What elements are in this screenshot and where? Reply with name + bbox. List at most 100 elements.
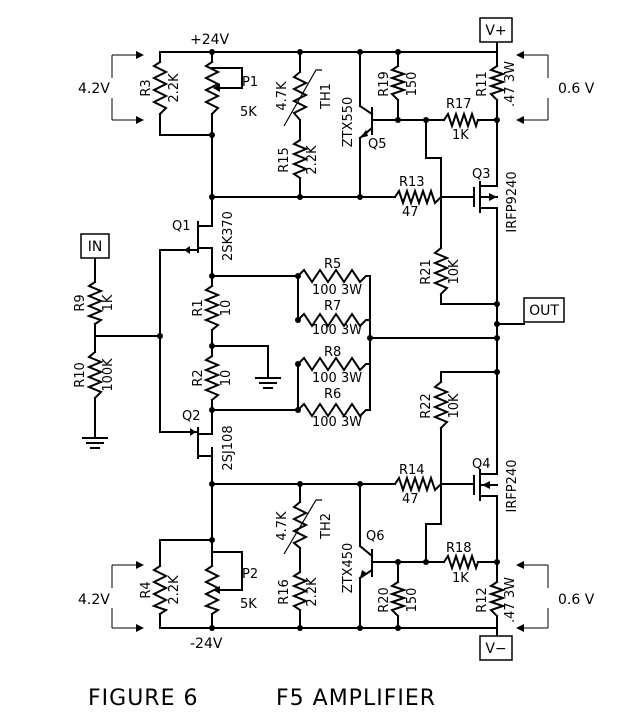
resistor-r6 bbox=[296, 402, 371, 418]
transistor-q1 bbox=[184, 196, 213, 254]
r2-ref: R2 bbox=[191, 369, 206, 386]
meas-right-bot: 0.6 V bbox=[558, 592, 595, 608]
r17-val: 1K bbox=[452, 128, 469, 143]
th1-ref: TH1 bbox=[319, 83, 334, 110]
r9-val: 1K bbox=[101, 294, 116, 311]
resistor-r13 bbox=[393, 187, 443, 207]
resistor-r3 bbox=[151, 60, 169, 116]
q1-part: 2SK370 bbox=[221, 211, 236, 261]
r18-val: 1K bbox=[452, 571, 469, 586]
terminal-out-label: OUT bbox=[529, 303, 559, 319]
q2-ref: Q2 bbox=[182, 409, 201, 424]
terminal-in: IN bbox=[80, 233, 110, 259]
p2-ref: P2 bbox=[242, 567, 258, 582]
terminal-vminus: V− bbox=[479, 635, 513, 661]
r17-ref: R17 bbox=[446, 97, 472, 112]
r21-val: 10K bbox=[447, 259, 462, 285]
figure-title: F5 AMPLIFIER bbox=[276, 686, 436, 711]
potentiometer-p1 bbox=[203, 60, 221, 116]
resistor-r21 bbox=[432, 246, 450, 296]
labels: +24V -24V 4.2V 4.2V 0.6 V 0.6 V R3 2.2K … bbox=[73, 32, 595, 711]
p2-val: 5K bbox=[240, 597, 257, 612]
r14-ref: R14 bbox=[399, 463, 425, 478]
r10-val: 100K bbox=[101, 358, 116, 392]
resistor-r10 bbox=[86, 350, 104, 400]
rail-neg-label: -24V bbox=[190, 636, 223, 652]
terminal-vminus-label: V− bbox=[485, 641, 506, 657]
resistor-r2 bbox=[203, 354, 221, 402]
p1-val: 5K bbox=[240, 105, 257, 120]
r11-val: .47 3W bbox=[503, 61, 518, 107]
potentiometer-p2 bbox=[203, 564, 221, 616]
r1-ref: R1 bbox=[191, 299, 206, 316]
r7-ref: R7 bbox=[324, 299, 341, 314]
r4-val: 2.2K bbox=[167, 575, 182, 605]
th1-val: 4.7K bbox=[275, 81, 290, 111]
resistor-r9 bbox=[86, 280, 104, 326]
r15-ref: R15 bbox=[277, 147, 292, 173]
mosfet-q3 bbox=[473, 179, 498, 215]
r11-ref: R11 bbox=[475, 71, 490, 97]
transistor-q6 bbox=[358, 544, 374, 580]
r2-val: 10 bbox=[219, 370, 234, 387]
resistor-r1 bbox=[203, 284, 221, 332]
r9-ref: R9 bbox=[73, 294, 88, 311]
resistor-r18 bbox=[442, 552, 480, 572]
th2-ref: TH2 bbox=[319, 513, 334, 540]
terminal-vplus-label: V+ bbox=[485, 23, 506, 39]
junction-dots bbox=[157, 49, 500, 631]
r13-ref: R13 bbox=[399, 175, 425, 190]
mosfet-q4 bbox=[473, 469, 498, 501]
resistor-r17 bbox=[442, 110, 480, 130]
r10-ref: R10 bbox=[73, 362, 88, 388]
resistor-r22 bbox=[432, 380, 450, 430]
resistor-r20 bbox=[388, 580, 408, 618]
r12-ref: R12 bbox=[475, 587, 490, 613]
terminal-out: OUT bbox=[523, 297, 565, 323]
q3-part: IRFP9240 bbox=[505, 171, 520, 232]
r20-val: 150 bbox=[405, 588, 420, 613]
r1-val: 10 bbox=[219, 300, 234, 317]
thermistor-th1 bbox=[291, 70, 309, 122]
q5-ref: Q5 bbox=[368, 137, 387, 152]
q2-part: 2SJ108 bbox=[221, 425, 236, 470]
meas-right-top: 0.6 V bbox=[558, 81, 595, 97]
r22-ref: R22 bbox=[419, 393, 434, 419]
resistor-r5 bbox=[296, 268, 371, 284]
resistor-r12 bbox=[487, 580, 507, 618]
r22-val: 10K bbox=[447, 393, 462, 419]
transistor-q5 bbox=[358, 104, 374, 140]
rail-pos-label: +24V bbox=[190, 32, 230, 48]
r7-val: 100 3W bbox=[312, 323, 362, 338]
th2-val: 4.7K bbox=[275, 511, 290, 541]
r6-val: 100 3W bbox=[312, 415, 362, 430]
q4-ref: Q4 bbox=[472, 457, 491, 472]
r20-ref: R20 bbox=[377, 587, 392, 613]
wires bbox=[94, 29, 525, 649]
ground-symbol-input bbox=[82, 437, 108, 449]
transistor-q2 bbox=[189, 419, 213, 459]
r3-ref: R3 bbox=[139, 79, 154, 96]
r15-val: 2.2K bbox=[305, 145, 320, 175]
r8-ref: R8 bbox=[324, 345, 341, 360]
resistor-r15 bbox=[291, 138, 309, 180]
resistor-r16 bbox=[291, 570, 309, 612]
r6-ref: R6 bbox=[324, 387, 341, 402]
r21-ref: R21 bbox=[419, 259, 434, 285]
resistor-r7 bbox=[296, 312, 371, 328]
adjust-symbols bbox=[213, 69, 322, 594]
r16-ref: R16 bbox=[277, 579, 292, 605]
ground-symbol-r2 bbox=[255, 377, 281, 389]
figure-number: FIGURE 6 bbox=[88, 686, 198, 711]
q5-part: ZTX550 bbox=[341, 97, 356, 148]
meas-left-bot: 4.2V bbox=[78, 592, 110, 608]
resistors bbox=[86, 60, 507, 618]
r19-ref: R19 bbox=[377, 71, 392, 97]
q3-ref: Q3 bbox=[472, 167, 491, 182]
resistor-r11 bbox=[487, 64, 507, 102]
r5-val: 100 3W bbox=[312, 283, 362, 298]
resistor-r19 bbox=[388, 64, 408, 102]
r5-ref: R5 bbox=[324, 257, 341, 272]
